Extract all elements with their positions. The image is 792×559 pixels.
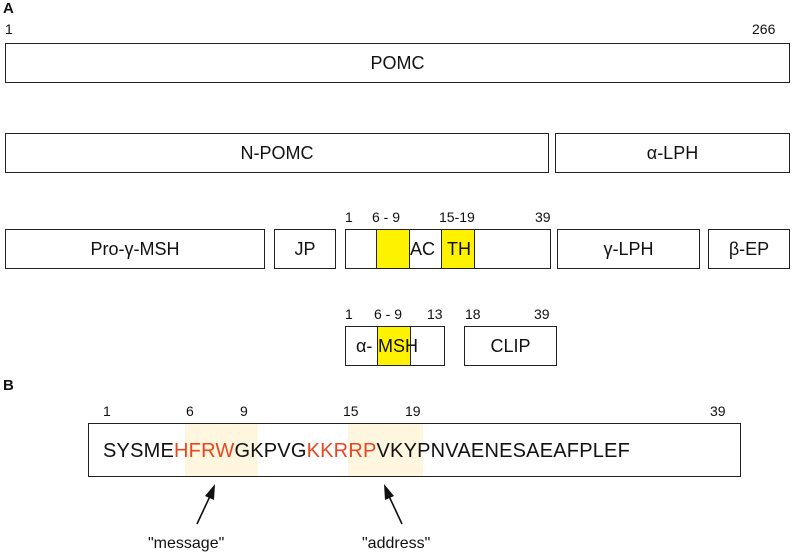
acth-num-39: 39 (535, 209, 551, 225)
pro-gamma-msh-label: Pro-γ-MSH (90, 238, 180, 259)
sequence-part-2: GKPVG (234, 440, 307, 462)
seq-num-15: 15 (343, 403, 359, 419)
address-arrow (384, 484, 403, 525)
clip-label: CLIP (490, 335, 531, 356)
pro-gamma-msh-box: Pro-γ-MSH (5, 229, 265, 269)
address-label: "address" (362, 535, 431, 552)
alpha-msh-highlight (377, 326, 411, 366)
seq-num-6: 6 (186, 403, 194, 419)
acth-num-1: 1 (345, 209, 353, 225)
alpha-lph-box: α-LPH (555, 133, 790, 173)
msh-num-6-9: 6 - 9 (374, 306, 403, 322)
msh-num-13: 13 (427, 306, 443, 322)
clip-num-18: 18 (465, 306, 481, 322)
acth-label-th: TH (447, 239, 471, 259)
acth-label-ac: AC (410, 239, 436, 259)
acth-highlight-6-9 (376, 229, 410, 269)
n-pomc-label: N-POMC (240, 142, 314, 163)
message-label: "message" (148, 535, 225, 552)
alpha-lph-label: α-LPH (646, 142, 699, 163)
beta-ep-label: β-EP (728, 238, 770, 259)
pomc-box: POMC (5, 43, 790, 83)
jp-label: JP (294, 238, 316, 259)
jp-box: JP (274, 229, 336, 269)
acth-num-6-9: 6 - 9 (372, 209, 401, 225)
message-arrow (196, 484, 215, 525)
message-motif-shade (185, 424, 258, 476)
pomc-label: POMC (370, 52, 425, 73)
sequence-part-1: SYSME (103, 440, 175, 462)
seq-num-39: 39 (710, 403, 726, 419)
seq-num-9: 9 (240, 403, 248, 419)
pomc-start-number: 1 (5, 21, 13, 37)
beta-ep-box: β-EP (708, 229, 790, 269)
alpha-msh-label-a: α- (356, 336, 373, 356)
acth-sequence: SYSMEHFRWGKPVGKKRRPVKYPNVAENESAEAFPLEF (103, 441, 630, 461)
address-motif-shade (348, 424, 423, 476)
pomc-end-number: 266 (752, 21, 776, 37)
acth-highlight-15-19 (441, 229, 475, 269)
sequence-part-3: VKYPNVAENESAEAFPLEF (376, 440, 631, 462)
clip-num-39: 39 (534, 306, 550, 322)
alpha-msh-label-b: MSH (378, 336, 418, 356)
n-pomc-box: N-POMC (5, 133, 549, 173)
gamma-lph-label: γ-LPH (603, 238, 654, 259)
seq-num-1: 1 (103, 403, 111, 419)
address-motif: KKRRP (306, 440, 377, 462)
message-motif: HFRW (174, 440, 235, 462)
panel-label-a: A (3, 0, 14, 17)
gamma-lph-box: γ-LPH (557, 229, 700, 269)
acth-num-15-19: 15-19 (439, 209, 475, 225)
clip-box: CLIP (464, 326, 557, 366)
seq-num-19: 19 (405, 403, 421, 419)
panel-label-b: B (3, 377, 14, 394)
msh-num-1: 1 (345, 306, 353, 322)
